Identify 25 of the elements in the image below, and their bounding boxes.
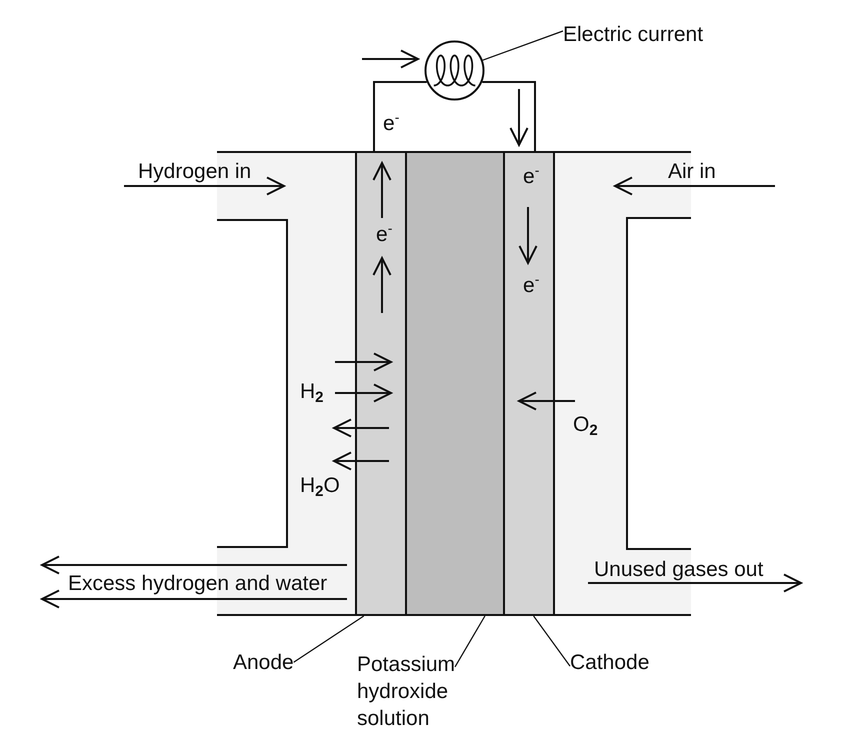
electrolyte-layer <box>405 151 505 616</box>
part-label: Anode <box>233 651 294 675</box>
leader-line <box>482 30 564 61</box>
electron-label: e$^{-}$ <box>376 223 392 247</box>
formula-label: H$_{2}$ <box>300 380 324 404</box>
electron-label: e$^{-}$ <box>523 165 540 189</box>
circuit-wire <box>482 81 536 151</box>
leader-line <box>454 616 486 668</box>
flow-label: Excess hydrogen and water <box>68 572 328 596</box>
leader-line <box>293 616 364 663</box>
flow-label: Hydrogen in <box>138 160 252 184</box>
part-label: Cathode <box>570 651 650 675</box>
flow-label: Air in <box>668 160 716 184</box>
formula-label: O$_{2}$ <box>573 413 598 437</box>
electron-label: e$^{-}$ <box>383 112 400 136</box>
leader-line <box>533 616 570 666</box>
circuit-wire <box>373 81 427 151</box>
part-label: Potassium hydroxide solution <box>357 651 456 732</box>
formula-label: H$_{2}$O <box>300 474 340 498</box>
lamp-symbol <box>424 40 485 101</box>
electron-label: e$^{-}$ <box>523 274 540 298</box>
anode-plate <box>355 151 407 616</box>
cathode-plate <box>503 151 555 616</box>
part-label: Electric current <box>563 23 704 47</box>
flow-label: Unused gases out <box>594 558 764 582</box>
